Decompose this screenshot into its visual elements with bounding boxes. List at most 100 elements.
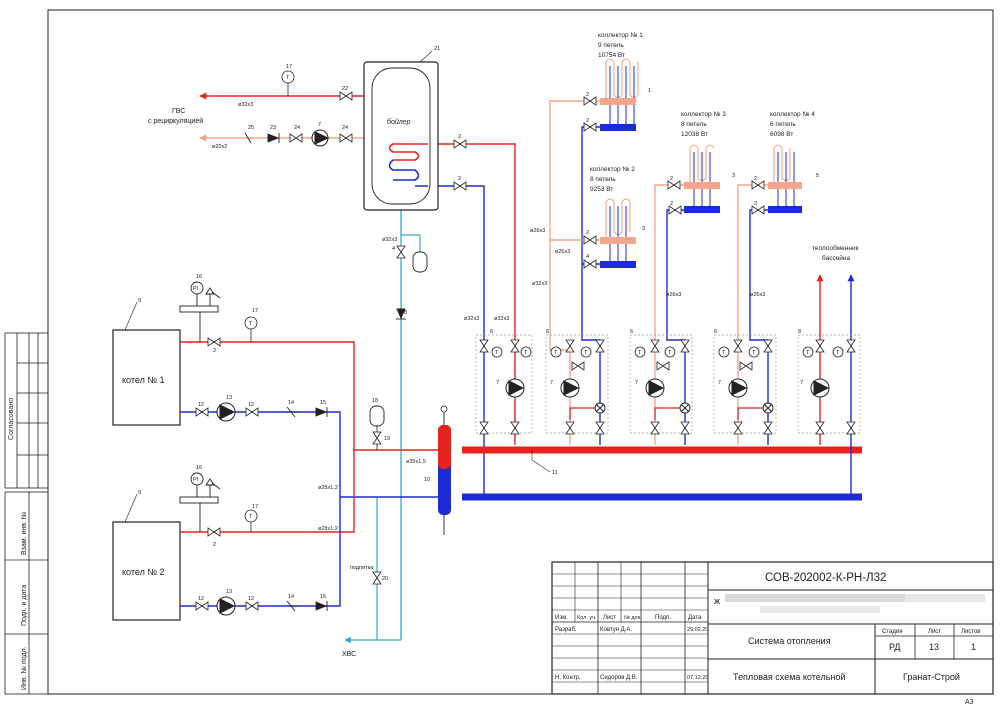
sheets-header: Листов: [961, 629, 981, 635]
svg-text:2: 2: [586, 230, 589, 236]
svg-text:6: 6: [490, 329, 493, 335]
mixing-bypasses: [569, 407, 768, 420]
svg-text:T: T: [495, 350, 499, 356]
svg-text:ø26x3: ø26x3: [555, 249, 570, 255]
collector-2-graphic: [600, 198, 636, 268]
svg-text:T: T: [752, 350, 756, 356]
svg-text:15: 15: [320, 400, 326, 406]
svg-text:24: 24: [294, 125, 300, 131]
side-inv-podl: Инв. № подл.: [21, 646, 28, 690]
svg-text:2: 2: [670, 201, 673, 207]
row2-role: Н. Контр.: [555, 675, 581, 681]
svg-text:12: 12: [248, 402, 254, 408]
svg-text:8: 8: [798, 329, 801, 335]
svg-text:2: 2: [670, 176, 673, 182]
svg-text:2: 2: [213, 348, 216, 354]
svg-text:2: 2: [458, 134, 461, 140]
system-title: Система отопления: [748, 636, 831, 646]
svg-text:14: 14: [288, 594, 294, 600]
svg-text:2: 2: [754, 176, 757, 182]
svg-text:9253 Вт: 9253 Вт: [590, 186, 613, 193]
svg-text:17: 17: [252, 308, 258, 314]
thermometer-labels: T T T T T T T T T T T T T: [249, 75, 840, 520]
svg-text:T: T: [722, 350, 726, 356]
expansion-tank-heating: [369, 405, 385, 427]
row1-role: Разраб.: [555, 627, 577, 633]
boiler2-supply-pipe: [180, 450, 355, 533]
collector1-return-pipe: [581, 126, 601, 445]
safety-group-2: [179, 472, 221, 532]
stage-value: РД: [889, 642, 901, 652]
svg-text:3: 3: [642, 226, 645, 232]
svg-text:10: 10: [424, 477, 430, 483]
boiler-tank: [363, 61, 439, 211]
svg-text:16: 16: [196, 465, 202, 471]
dhw-label-2: с рециркуляцией: [148, 117, 203, 125]
collector-3-text: коллектор № 3 8 петель 12038 Вт 3: [681, 111, 735, 179]
pumps: [216, 129, 830, 616]
svg-text:8: 8: [404, 310, 407, 316]
svg-text:7: 7: [496, 380, 499, 386]
svg-text:2: 2: [754, 201, 757, 207]
pool-label-1: теплообменник: [812, 244, 859, 252]
svg-text:20: 20: [382, 576, 388, 582]
safety-group-1: [179, 281, 221, 342]
svg-text:T: T: [249, 514, 253, 520]
svg-text:T: T: [554, 350, 558, 356]
collector3-supply-pipe: [654, 184, 684, 445]
svg-text:11: 11: [552, 470, 558, 476]
collector-2-text: коллектор № 2 8 петель 9253 Вт 3: [590, 166, 645, 232]
tank-supply-pipe: [428, 143, 516, 445]
dhw-label-1: ГВС: [172, 108, 185, 115]
svg-text:17: 17: [252, 504, 258, 510]
document-code: СОВ-202002-К-РН-Л32: [765, 572, 886, 584]
address-prefix: ж: [714, 596, 720, 606]
svg-text:12: 12: [198, 596, 204, 602]
svg-text:ø32x3: ø32x3: [464, 316, 479, 322]
sheets-value: 1: [971, 642, 976, 652]
svg-text:8 петель: 8 петель: [590, 176, 616, 183]
svg-text:10754 Вт: 10754 Вт: [598, 52, 625, 59]
svg-text:4: 4: [586, 254, 589, 260]
svg-text:T: T: [286, 75, 290, 81]
ball-valves-vertical: [372, 245, 856, 585]
svg-text:подпитка: подпитка: [350, 565, 374, 571]
side-podp-data: Подп. и дата: [21, 585, 28, 626]
boiler2-return-pipe: [180, 497, 341, 607]
svg-text:ø26x3: ø26x3: [750, 292, 765, 298]
svg-text:T: T: [668, 350, 672, 356]
hdr-ndok: № док.: [624, 615, 642, 621]
side-vzam-inv: Взам. инв. №: [21, 512, 28, 555]
svg-text:13: 13: [226, 589, 232, 595]
row1-name: Ковтун Д.А.: [600, 627, 632, 633]
boiler-2: [112, 521, 181, 621]
dhw-pipe-label-1: ø32x3: [238, 102, 253, 108]
svg-text:коллектор № 1: коллектор № 1: [598, 32, 643, 39]
dhw-pipe-label-2: ø20x2: [212, 144, 227, 150]
svg-text:8 петель: 8 петель: [681, 121, 707, 128]
company-name: Гранат-Строй: [903, 672, 960, 682]
title-block-grid: [551, 561, 994, 695]
hdr-data: Дата: [688, 615, 702, 621]
row2-date: 07.12.20: [687, 675, 708, 681]
svg-text:1: 1: [648, 88, 651, 94]
collector-1-text: коллектор № 1 9 петель 10754 Вт 1: [598, 32, 651, 94]
sheet-value: 13: [929, 642, 939, 652]
svg-text:13: 13: [226, 395, 232, 401]
boiler-1-label: котел № 1: [122, 375, 165, 385]
svg-text:T: T: [584, 350, 588, 356]
tank-return-pipe: [428, 185, 485, 497]
hdr-list: Лист: [603, 615, 616, 621]
side-panel: [4, 332, 49, 695]
thermometers: [244, 70, 844, 532]
svg-text:6: 6: [630, 329, 633, 335]
pi-1: PI: [193, 286, 199, 292]
svg-text:24: 24: [342, 125, 348, 131]
tank-coil-hot: [388, 143, 428, 161]
collector-1-graphic: [600, 58, 639, 131]
svg-text:7: 7: [800, 380, 803, 386]
pool-label-2: бассейна: [822, 254, 851, 262]
svg-text:ø35x1,5: ø35x1,5: [406, 459, 426, 465]
svg-text:6: 6: [714, 329, 717, 335]
svg-text:5: 5: [816, 173, 819, 179]
